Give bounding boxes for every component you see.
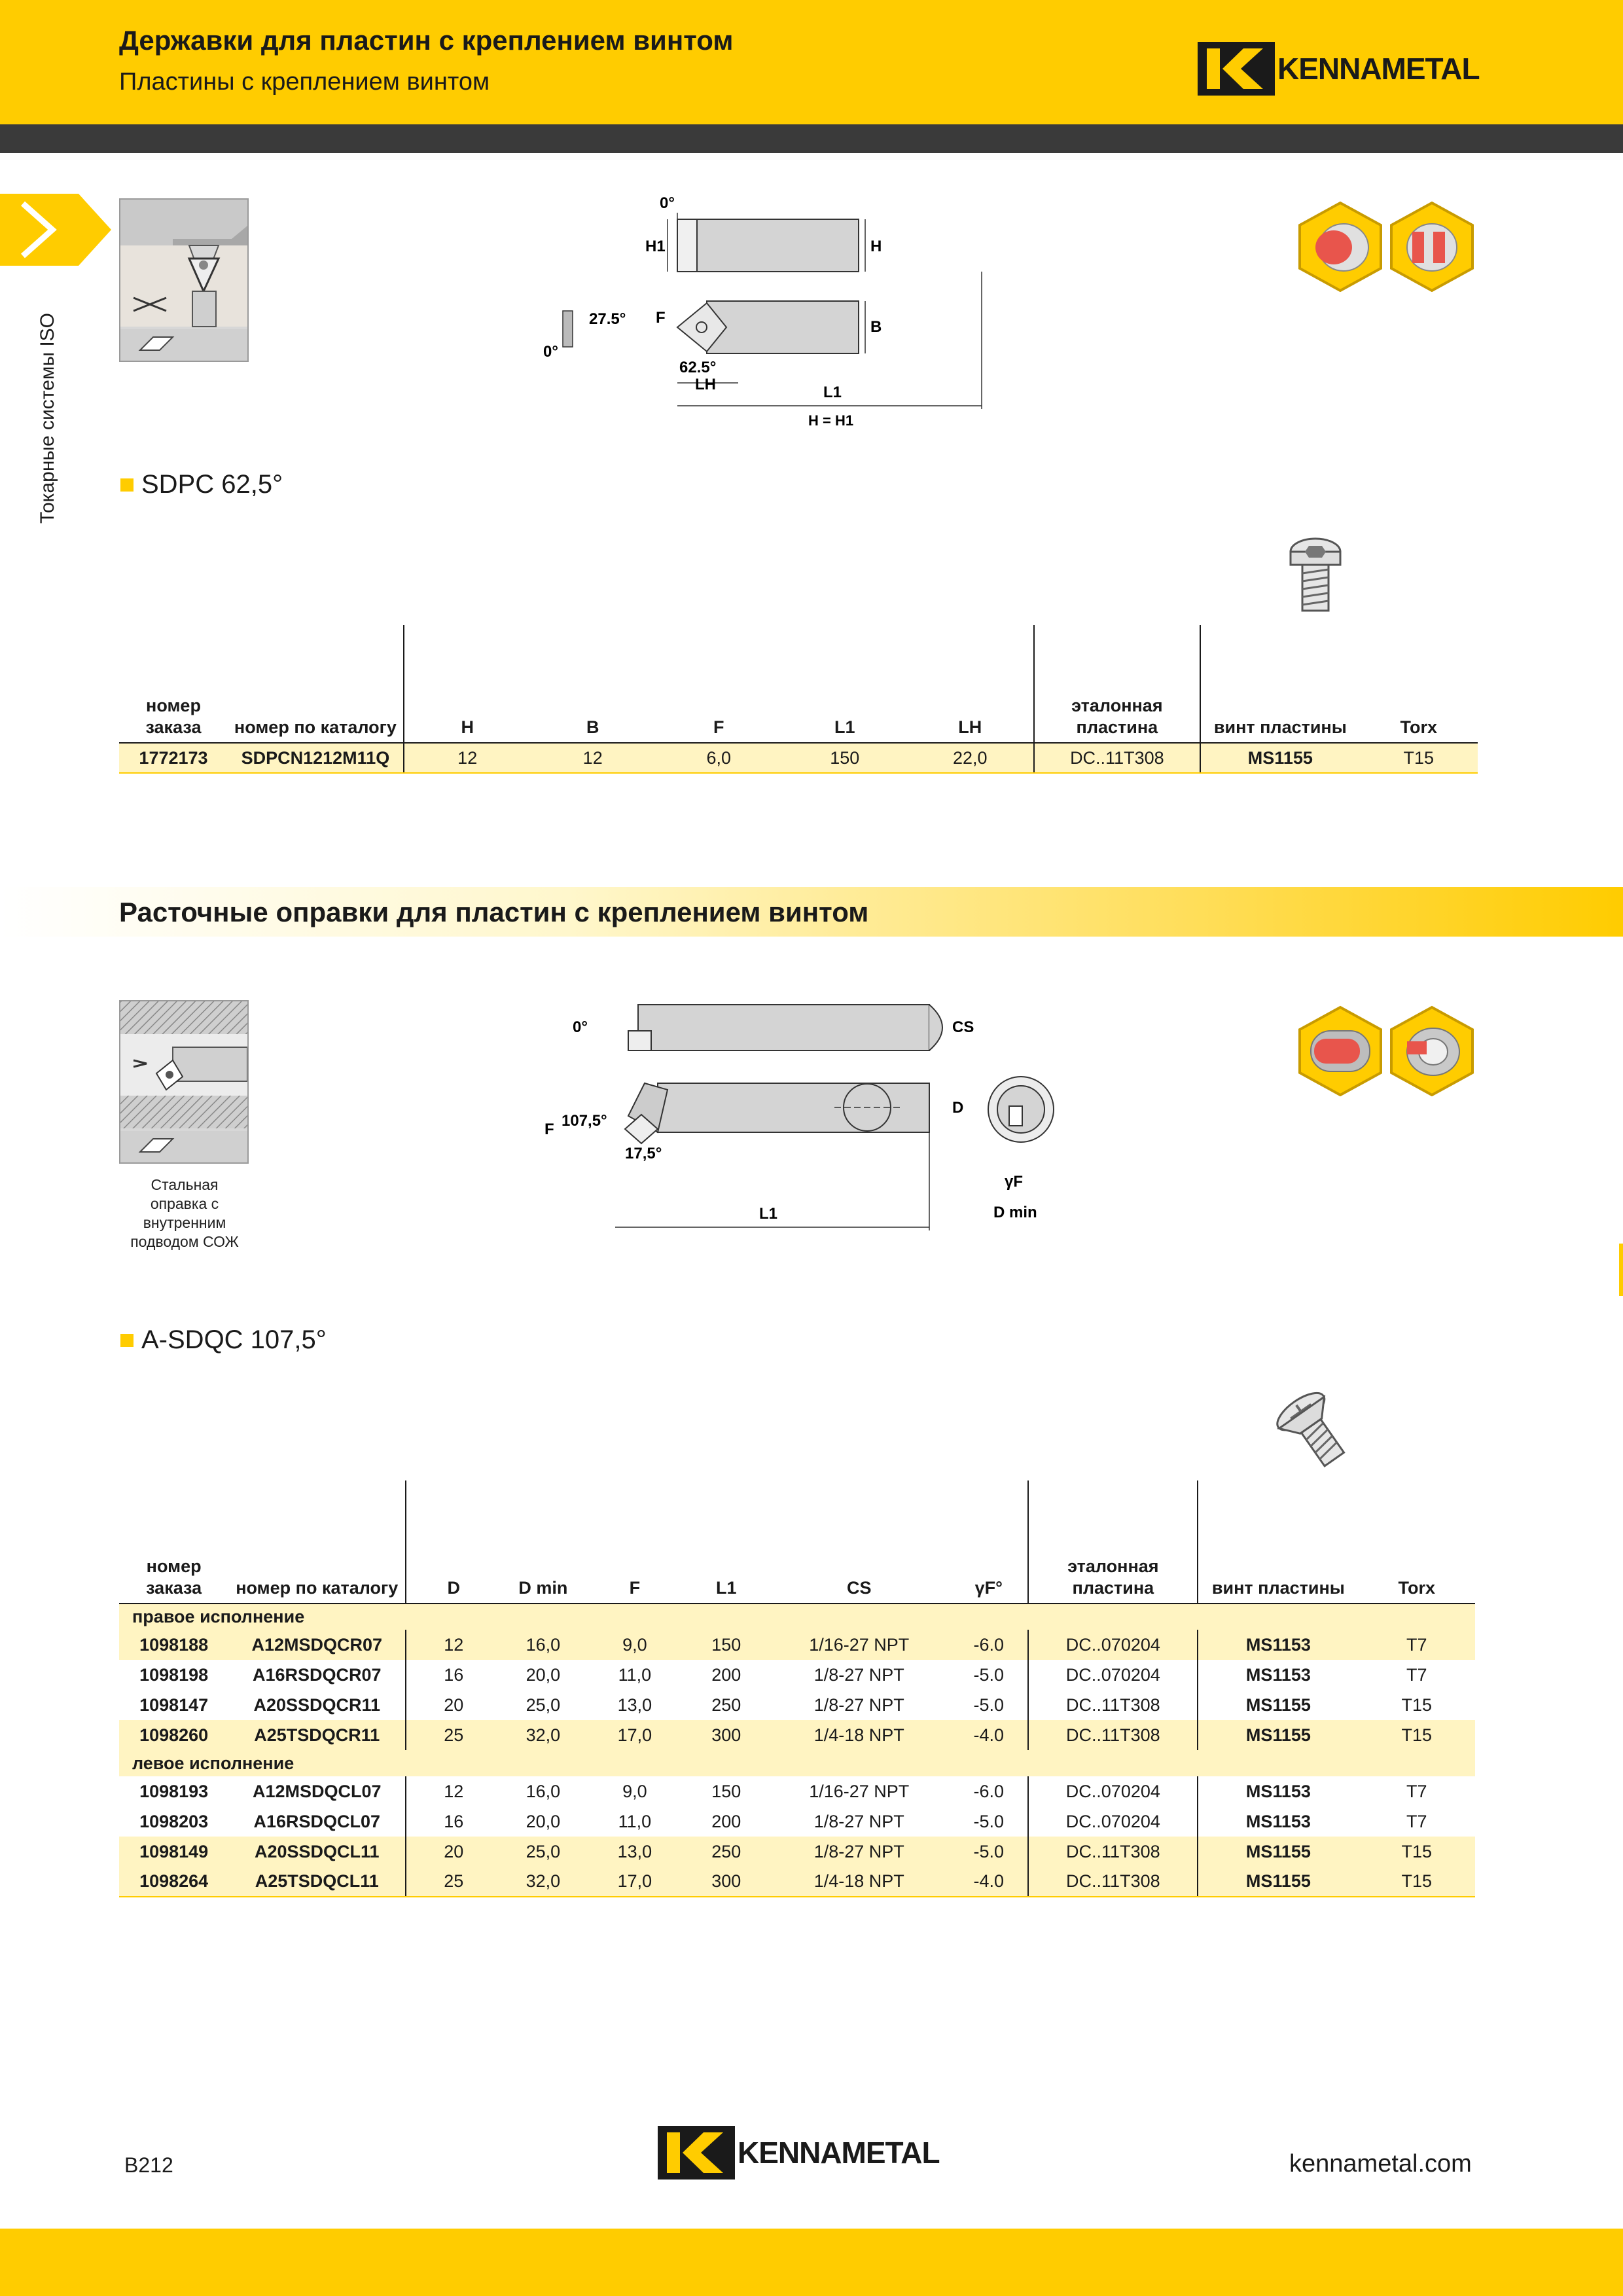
footer-kennametal-logo: KENNAMETAL [658, 2126, 940, 2179]
page-number: B212 [124, 2153, 173, 2177]
dim-f-label: F [656, 309, 666, 327]
section2-title: Расточные оправки для пластин с креплени… [119, 897, 869, 927]
application-icons-group-1 [1298, 201, 1474, 292]
dim-f-label: F [544, 1121, 554, 1138]
internal-profiling-icon [1390, 1005, 1474, 1096]
angle-top-label: 0° [660, 194, 675, 212]
group-row-left: левое исполнение [119, 1750, 1475, 1776]
col-header-order-no: номер заказа [146, 1556, 202, 1598]
sdpc-spec-table: номер заказа номер по каталогу H B F L1 … [119, 625, 1478, 774]
screw-socket-icon [1289, 537, 1342, 612]
page-edge-marker [1619, 1244, 1623, 1296]
angle-62-label: 62.5° [679, 359, 716, 376]
col-header-torx: Torx [1400, 717, 1438, 737]
col-header-ref-insert: эталонная пластина [1027, 1480, 1198, 1604]
a-sdqc-spec-table: номер заказа номер по каталогу D D min F… [119, 1480, 1475, 1897]
col-header-insert-screw: винт пластины [1200, 625, 1360, 743]
page-subtitle: Пластины с креплением винтом [119, 68, 490, 96]
footer-band [0, 2229, 1623, 2296]
dim-h1-label: H1 [645, 238, 666, 255]
yellow-bullet-icon [120, 1333, 134, 1347]
col-header-l1: L1 [834, 717, 855, 737]
angle-107-label: 107,5° [562, 1112, 607, 1130]
dim-lh-label: LH [695, 376, 716, 393]
side-tab-chevron-icon [0, 194, 111, 266]
angle-27-label: 27.5° [589, 310, 626, 328]
col-header-lh: LH [958, 717, 982, 737]
section2-label: A-SDQC 107,5° [120, 1325, 327, 1355]
angle-17-label: 17,5° [625, 1145, 662, 1162]
dim-cs-label: CS [952, 1018, 974, 1036]
gamma-f-label: γF [1005, 1173, 1023, 1191]
col-header-insert-screw: винт пластины [1197, 1480, 1359, 1604]
col-header-l1: L1 [716, 1578, 737, 1598]
dim-d-label: D [952, 1099, 963, 1117]
application-icons-group-2 [1298, 1005, 1474, 1096]
side-tab-label: Токарные системы ISO [37, 312, 58, 524]
header-dark-band [0, 124, 1623, 153]
boring-bar-drawing: 0° CS D F 107,5° 17,5° L1 γF D min [544, 1004, 1054, 1230]
boring-bar-application-thumbnail [119, 1000, 249, 1164]
col-header-catalog-no: номер по каталогу [234, 717, 397, 737]
boring-bar-caption: Стальная оправка с внутренним подводом С… [130, 1176, 239, 1250]
col-header-torx: Torx [1398, 1578, 1436, 1598]
dim-h-eq-label: H = H1 [808, 412, 853, 429]
website-link[interactable]: kennametal.com [1289, 2150, 1472, 2178]
dim-dmin-label: D min [993, 1204, 1037, 1221]
holder-application-thumbnail [119, 198, 249, 362]
header-band [0, 0, 1623, 124]
page-title: Державки для пластин с креплением винтом [119, 25, 734, 56]
yellow-bullet-icon [120, 478, 134, 492]
external-turning-icon [1298, 201, 1382, 292]
section1-label: SDPC 62,5° [120, 470, 283, 499]
kennametal-logo: KENNAMETAL [1198, 42, 1480, 96]
angle-top-label: 0° [573, 1018, 588, 1036]
col-header-f: F [713, 717, 724, 737]
kennametal-k-icon [1198, 42, 1275, 96]
dim-b-label: B [870, 318, 882, 336]
table-row: 1772173 SDPCN1212M11Q 12 12 6,0 150 22,0… [119, 742, 1478, 774]
col-header-b: B [586, 717, 599, 737]
col-header-catalog-no: номер по каталогу [236, 1578, 399, 1598]
section2-band [0, 887, 1623, 937]
dim-h-label: H [870, 238, 882, 255]
col-header-ref-insert: эталонная пластина [1033, 625, 1201, 743]
kennametal-k-icon [658, 2126, 735, 2179]
dim-l1-label: L1 [759, 1205, 777, 1223]
holder-sdpc-drawing: H1 H 0° B F 27.5° 0° 62.5° LH L1 H = H1 [543, 194, 982, 429]
col-header-d: D [405, 1480, 501, 1604]
col-header-h: H [402, 625, 531, 743]
col-header-dmin: D min [518, 1578, 568, 1598]
screw-countersunk-icon [1276, 1391, 1346, 1468]
dim-l1-label: L1 [823, 384, 842, 401]
col-header-f: F [629, 1578, 641, 1598]
angle-0-label: 0° [543, 343, 558, 361]
col-header-order-no: номер заказа [145, 696, 202, 737]
col-header-cs: CS [847, 1578, 872, 1598]
internal-boring-icon [1298, 1005, 1382, 1096]
col-header-gamma-f: γF° [974, 1578, 1003, 1598]
group-row-right: правое исполнение [119, 1603, 1475, 1630]
profiling-icon [1390, 201, 1474, 292]
